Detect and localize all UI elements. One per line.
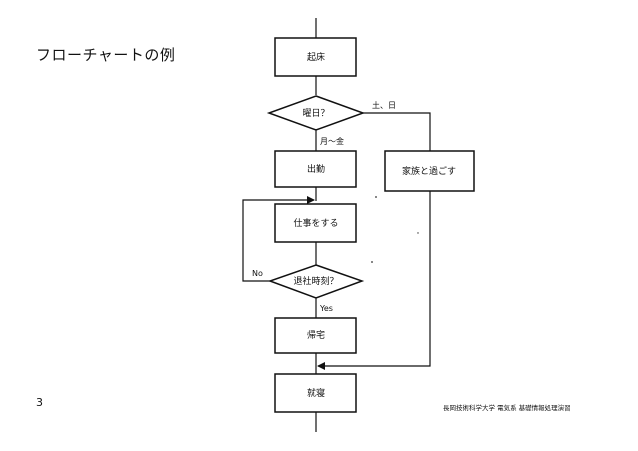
- node-family: [384, 150, 475, 192]
- slide-title: フローチャートの例: [36, 46, 176, 64]
- label-home: 帰宅: [307, 329, 325, 341]
- node-commute: [274, 150, 357, 188]
- connector-family-merge: [317, 191, 431, 370]
- label-family: 家族と過ごす: [402, 165, 456, 177]
- node-weekday-decision: [266, 95, 366, 131]
- footer-credit: 長岡技術科学大学 電気系 基礎情報処理演習: [443, 404, 571, 412]
- label-commute: 出勤: [307, 163, 325, 175]
- node-sleep: [274, 373, 357, 413]
- edge-label-weekend: 土、日: [372, 100, 396, 110]
- scan-speck: [371, 261, 373, 263]
- node-work: [274, 203, 357, 243]
- edge-label-yes: Yes: [319, 304, 333, 313]
- edge-label-weekday: 月～金: [320, 136, 344, 146]
- connector-no-loop: [242, 196, 315, 282]
- edge-label-no: No: [252, 269, 263, 278]
- node-home: [274, 317, 357, 354]
- page-number: 3: [36, 396, 43, 409]
- label-wake: 起床: [307, 51, 325, 63]
- label-leave-question: 退社時刻？: [293, 275, 338, 287]
- label-work: 仕事をする: [293, 217, 338, 229]
- scan-speck: [375, 196, 377, 198]
- label-weekday-question: 曜日？: [302, 108, 329, 119]
- node-wake: [274, 37, 357, 77]
- label-sleep: 就寝: [307, 387, 325, 399]
- node-leave-decision: [267, 264, 365, 299]
- scan-speck: [417, 232, 419, 234]
- connector-weekend-branch: [363, 112, 431, 151]
